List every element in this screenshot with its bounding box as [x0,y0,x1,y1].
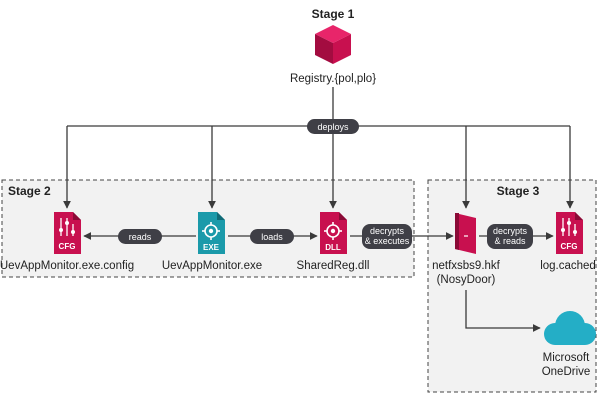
cloud-icon [544,311,596,345]
hkf-label-line2: (NosyDoor) [437,274,496,286]
deploys-label: deploys [317,122,349,132]
onedrive-label-line1: Microsoft [543,352,590,364]
dll-file-icon: DLL [320,212,347,254]
exe-label: UevAppMonitor.exe [162,260,262,272]
decrypts-executes-line1: decrypts [370,226,405,236]
dll-label: SharedReg.dll [297,260,370,272]
deploys-pill: deploys [307,119,359,134]
decrypts-executes-line2: & executes [365,236,410,246]
config-file-icon: CFG [54,212,81,254]
decrypts-executes-pill: decrypts & executes [362,224,412,249]
log-file-icon: CFG [556,212,583,254]
decrypts-reads-pill: decrypts & reads [487,224,533,249]
exe-file-icon: EXE [198,212,225,254]
hkf-file-icon [455,213,476,254]
hkf-label-line1: netfxsbs9.hkf [432,260,501,272]
stage-2-label: Stage 2 [8,184,51,198]
stage-1-label: Stage 1 [312,7,355,21]
reads-pill: reads [118,229,162,244]
log-badge: CFG [561,242,578,251]
loads-label: loads [261,232,283,242]
log-label: log.cached [540,260,596,272]
loads-pill: loads [250,229,294,244]
config-badge: CFG [59,242,76,251]
cube-icon [315,25,351,64]
stage-3-label: Stage 3 [497,184,540,198]
onedrive-arrow [465,290,541,332]
exe-badge: EXE [203,243,220,252]
reads-label: reads [129,232,152,242]
decrypts-reads-line1: decrypts [493,226,528,236]
dll-badge: DLL [325,243,341,252]
decrypts-reads-line2: & reads [494,236,526,246]
config-label: UevAppMonitor.exe.config [0,260,134,272]
onedrive-label-line2: OneDrive [542,366,591,378]
registry-label: Registry.{pol,plo} [290,73,376,85]
